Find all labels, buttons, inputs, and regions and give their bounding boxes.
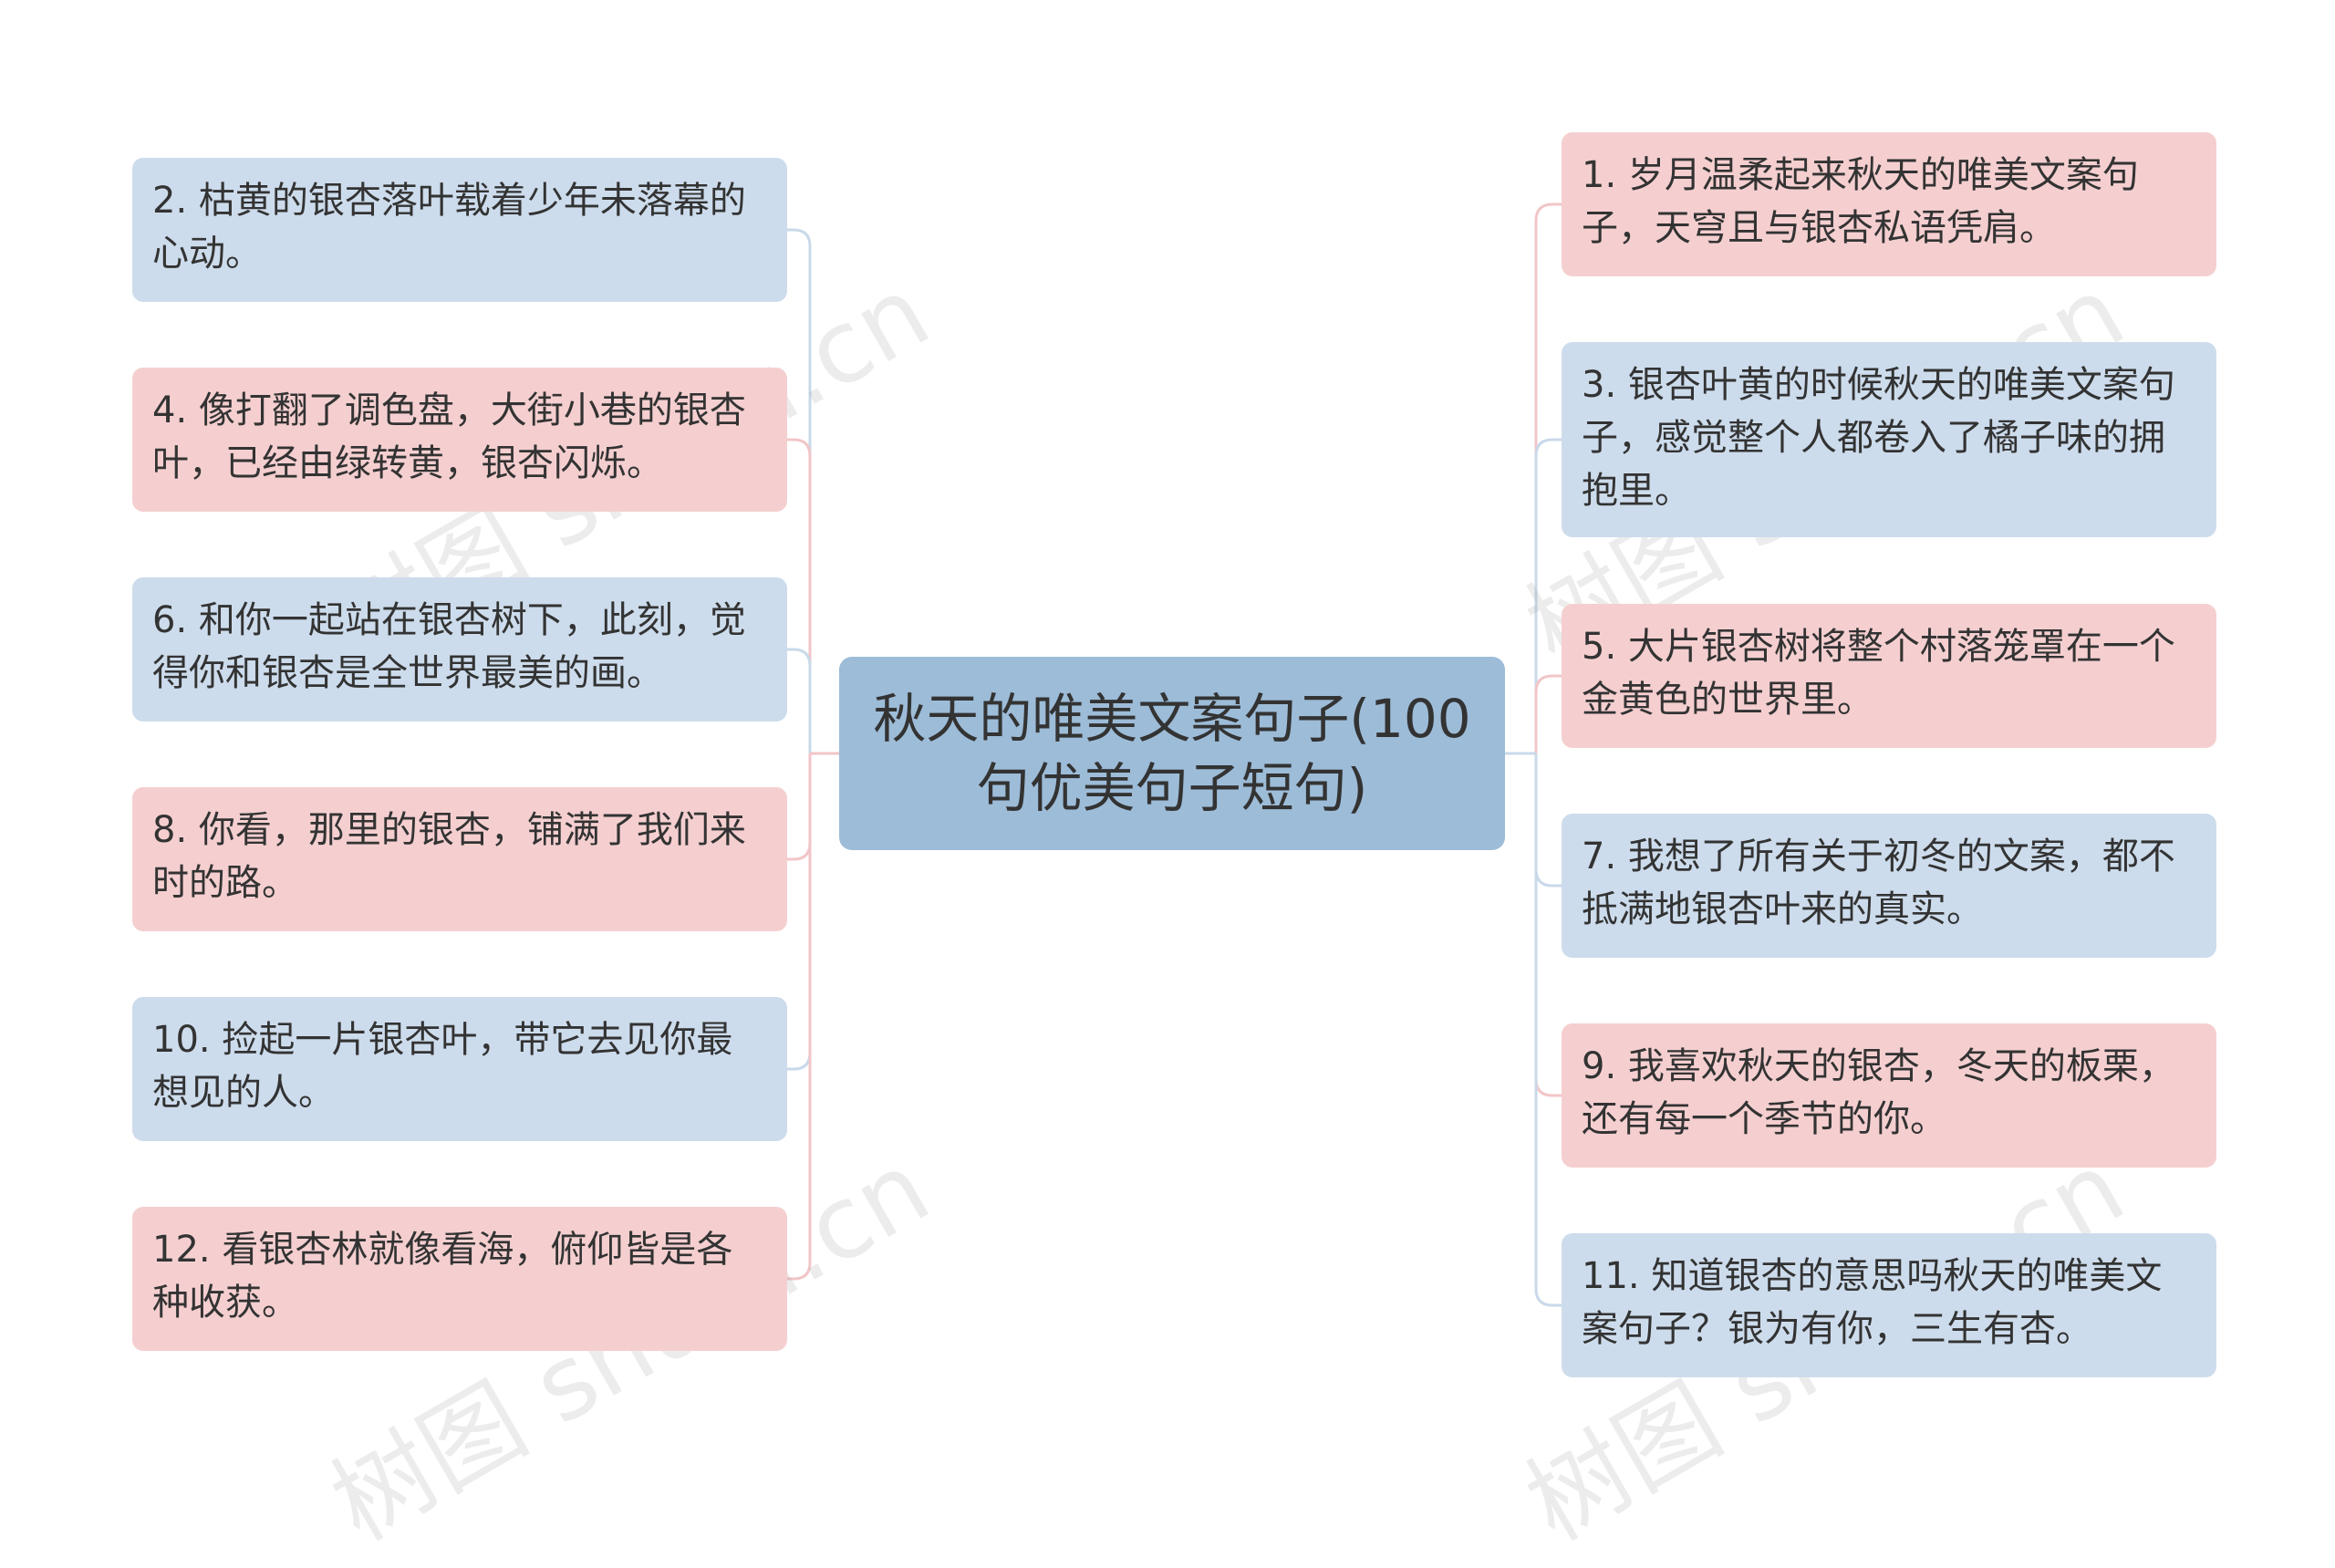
left-node[interactable]: 6. 和你一起站在银杏树下，此刻，觉得你和银杏是全世界最美的画。 <box>132 577 787 722</box>
connector-line <box>787 228 839 755</box>
node-text: 5. 大片银杏树将整个村落笼罩在一个金黄色的世界里。 <box>1582 626 2175 721</box>
central-topic-title: 秋天的唯美文案句子(100句优美句子短句) <box>873 688 1471 819</box>
right-node[interactable]: 9. 我喜欢秋天的银杏，冬天的板栗，还有每一个季节的你。 <box>1562 1023 2216 1168</box>
node-text: 2. 枯黄的银杏落叶载着少年未落幕的心动。 <box>152 180 746 275</box>
connector-line <box>787 752 839 1071</box>
connector-line <box>787 648 839 755</box>
node-text: 4. 像打翻了调色盘，大街小巷的银杏叶，已经由绿转黄，银杏闪烁。 <box>152 389 746 484</box>
connector-line <box>1505 438 1562 755</box>
connector-line <box>1505 202 1562 755</box>
right-node[interactable]: 7. 我想了所有关于初冬的文案，都不抵满地银杏叶来的真实。 <box>1562 814 2216 958</box>
connector-line <box>1505 752 1562 888</box>
left-node[interactable]: 10. 捡起一片银杏叶，带它去见你最想见的人。 <box>132 997 787 1141</box>
node-text: 3. 银杏叶黄的时候秋天的唯美文案句子，感觉整个人都卷入了橘子味的拥抱里。 <box>1582 364 2175 512</box>
connector-line <box>787 752 839 861</box>
left-node[interactable]: 2. 枯黄的银杏落叶载着少年未落幕的心动。 <box>132 158 787 302</box>
node-text: 1. 岁月温柔起来秋天的唯美文案句子，天穹且与银杏私语凭肩。 <box>1582 154 2139 249</box>
central-topic[interactable]: 秋天的唯美文案句子(100句优美句子短句) <box>839 657 1505 850</box>
left-node[interactable]: 4. 像打翻了调色盘，大街小巷的银杏叶，已经由绿转黄，银杏闪烁。 <box>132 368 787 512</box>
node-text: 11. 知道银杏的意思吗秋天的唯美文案句子？银为有你，三生有杏。 <box>1582 1255 2163 1350</box>
right-node[interactable]: 1. 岁月温柔起来秋天的唯美文案句子，天穹且与银杏私语凭肩。 <box>1562 132 2216 276</box>
node-text: 6. 和你一起站在银杏树下，此刻，觉得你和银杏是全世界最美的画。 <box>152 599 746 694</box>
node-text: 10. 捡起一片银杏叶，带它去见你最想见的人。 <box>152 1019 733 1114</box>
right-node[interactable]: 5. 大片银杏树将整个村落笼罩在一个金黄色的世界里。 <box>1562 604 2216 748</box>
node-text: 12. 看银杏林就像看海，俯仰皆是各种收获。 <box>152 1229 733 1324</box>
connector-line <box>787 438 839 755</box>
node-text: 9. 我喜欢秋天的银杏，冬天的板栗，还有每一个季节的你。 <box>1582 1045 2175 1140</box>
connector-line <box>1505 752 1562 1097</box>
node-text: 8. 你看，那里的银杏，铺满了我们来时的路。 <box>152 809 746 904</box>
left-node[interactable]: 8. 你看，那里的银杏，铺满了我们来时的路。 <box>132 787 787 931</box>
connector-line <box>787 752 839 1281</box>
node-text: 7. 我想了所有关于初冬的文案，都不抵满地银杏叶来的真实。 <box>1582 836 2175 930</box>
right-node[interactable]: 3. 银杏叶黄的时候秋天的唯美文案句子，感觉整个人都卷入了橘子味的拥抱里。 <box>1562 342 2216 537</box>
connector-line <box>1505 674 1562 755</box>
left-node[interactable]: 12. 看银杏林就像看海，俯仰皆是各种收获。 <box>132 1207 787 1351</box>
connector-line <box>1505 752 1562 1307</box>
connector-lines <box>787 202 1562 1307</box>
right-node[interactable]: 11. 知道银杏的意思吗秋天的唯美文案句子？银为有你，三生有杏。 <box>1562 1233 2216 1377</box>
